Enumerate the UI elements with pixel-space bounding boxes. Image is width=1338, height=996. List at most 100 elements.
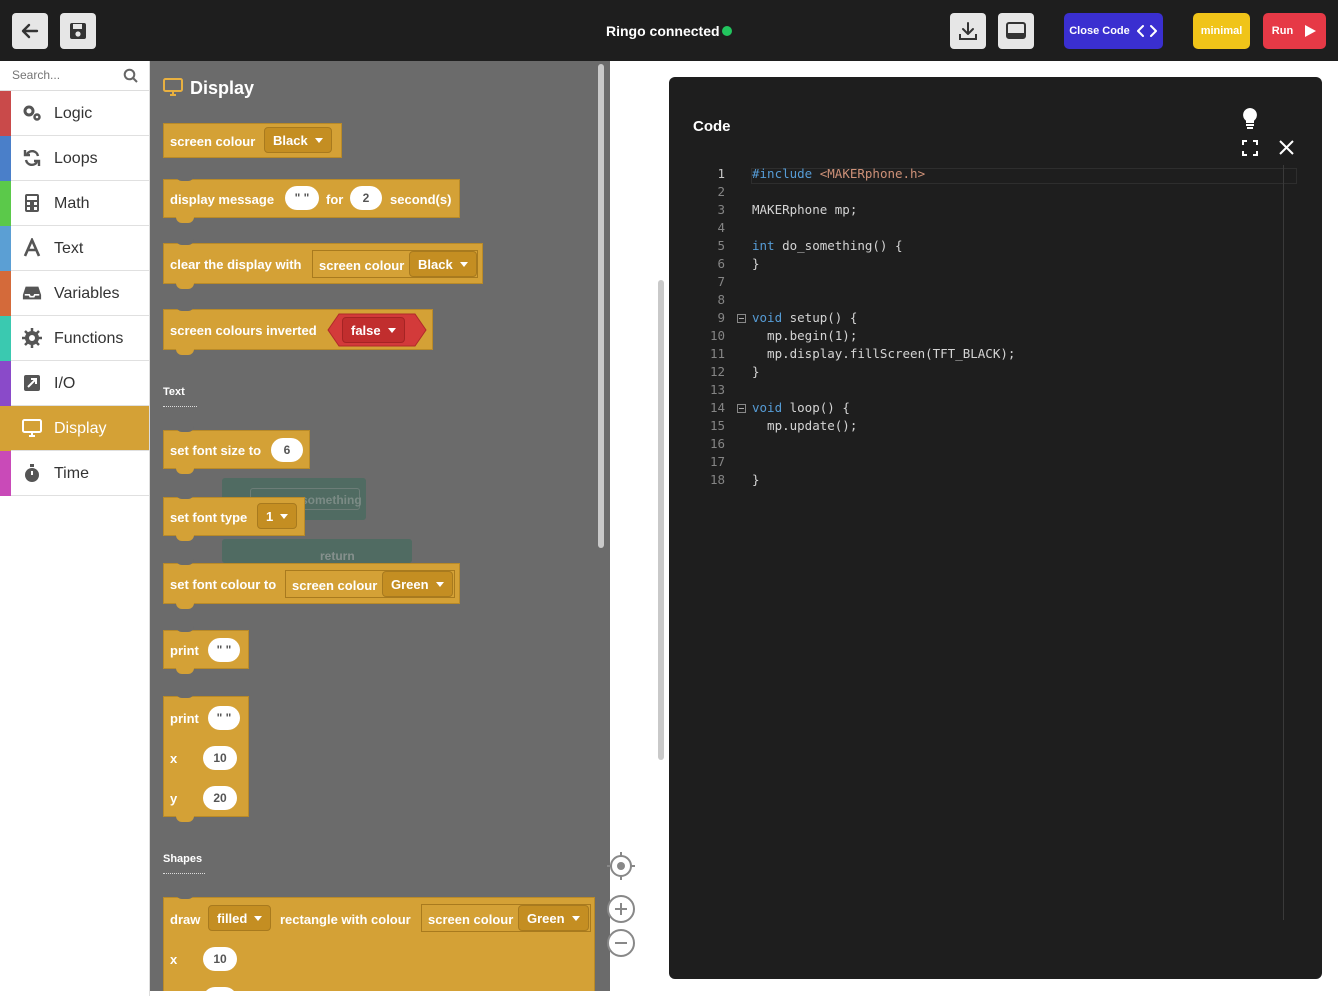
block-screen-inverted[interactable]: screen colours inverted false — [163, 305, 433, 355]
line-number: 15 — [709, 418, 725, 433]
block-label: print — [170, 711, 199, 726]
run-label: Run — [1271, 25, 1294, 37]
block-screen-colour[interactable]: screen colour Black — [163, 123, 342, 158]
line-number: 18 — [709, 472, 725, 487]
dropdown-value: false — [351, 322, 381, 338]
search-input[interactable] — [0, 61, 120, 89]
download-button[interactable] — [950, 13, 986, 49]
dropdown-value: 1 — [266, 508, 274, 524]
minimal-button[interactable]: minimal — [1193, 13, 1250, 49]
fullscreen-icon[interactable] — [1242, 140, 1258, 156]
line-number: 10 — [709, 328, 725, 343]
caret-down-icon — [435, 581, 444, 587]
fold-toggle-icon[interactable] — [737, 404, 746, 413]
caret-down-icon — [571, 915, 580, 921]
seconds-input[interactable]: 2 — [350, 186, 382, 210]
code-line: #include <MAKERphone.h> — [752, 166, 925, 181]
message-input[interactable]: " " — [285, 186, 319, 210]
search-icon[interactable] — [123, 68, 139, 84]
sidebar-item-label: I/O — [54, 375, 76, 392]
sidebar-item-io[interactable]: I/O — [0, 361, 149, 406]
block-set-font-colour[interactable]: set font colour to screen colour Green — [163, 559, 460, 609]
back-button[interactable] — [12, 13, 48, 49]
close-code-button[interactable]: Close Code — [1064, 13, 1163, 49]
colour-dropdown[interactable]: Green — [382, 571, 453, 597]
zoom-in-button[interactable] — [607, 895, 635, 923]
editor-ruler — [1283, 165, 1284, 920]
code-line: int do_something() { — [752, 238, 903, 253]
screen-colour-inner-block[interactable]: screen colour Green — [421, 904, 591, 932]
code-brackets-icon — [1136, 25, 1157, 37]
block-set-font-size[interactable]: set font size to 6 — [163, 426, 310, 474]
sidebar-item-math[interactable]: Math — [0, 181, 149, 226]
fill-mode-dropdown[interactable]: filled — [208, 905, 272, 931]
sidebar-item-display[interactable]: Display — [0, 406, 149, 451]
save-button[interactable] — [60, 13, 96, 49]
code-token: void — [752, 400, 783, 415]
caret-down-icon — [314, 137, 323, 143]
block-draw-rectangle[interactable]: draw filled rectangle with colour screen… — [163, 893, 595, 991]
stopwatch-icon — [22, 463, 42, 483]
block-print-at[interactable]: print " " x 10 y 20 — [163, 692, 249, 822]
code-line: } — [752, 364, 760, 379]
workspace-scrollbar[interactable] — [658, 280, 664, 760]
block-set-font-type[interactable]: set font type 1 — [163, 493, 305, 541]
caret-down-icon — [387, 327, 396, 333]
category-color-stripe — [0, 406, 11, 451]
sidebar-item-time[interactable]: Time — [0, 451, 149, 496]
colour-dropdown[interactable]: Black — [264, 127, 332, 153]
block-display-message[interactable]: display message " " for 2 second(s) — [163, 175, 460, 223]
flyout-scrollbar[interactable] — [598, 64, 604, 548]
connection-status: Ringo connected — [606, 23, 720, 39]
code-token: int — [752, 238, 775, 253]
close-code-label: Close Code — [1069, 25, 1130, 37]
code-panel-title: Code — [693, 118, 731, 135]
gears-icon — [22, 103, 42, 123]
block-print[interactable]: print " " — [163, 626, 249, 674]
screen-colour-inner-block[interactable]: screen colour Black — [312, 250, 478, 278]
line-number: 12 — [709, 364, 725, 379]
close-icon[interactable] — [1279, 140, 1294, 155]
console-button[interactable] — [998, 13, 1034, 49]
connection-status-dot — [722, 26, 732, 36]
print-text-input[interactable]: " " — [208, 706, 240, 730]
code-token: do_something() { — [774, 238, 903, 253]
print-text-input[interactable]: " " — [208, 638, 240, 662]
block-clear-display[interactable]: clear the display with screen colour Bla… — [163, 239, 483, 289]
screen-colour-inner-block[interactable]: screen colour Green — [285, 570, 455, 598]
zoom-out-button[interactable] — [607, 929, 635, 957]
code-token: <MAKERphone.h> — [819, 166, 926, 181]
boolean-dropdown[interactable]: false — [342, 317, 405, 343]
recenter-button[interactable] — [607, 852, 635, 880]
font-type-dropdown[interactable]: 1 — [257, 503, 298, 529]
run-button[interactable]: Run — [1263, 13, 1326, 49]
lightbulb-icon[interactable] — [1241, 107, 1259, 129]
font-size-input[interactable]: 6 — [271, 438, 303, 462]
category-color-stripe — [0, 316, 11, 361]
sidebar-item-functions[interactable]: Functions — [0, 316, 149, 361]
io-icon — [22, 373, 42, 393]
console-panel-icon — [1006, 22, 1026, 39]
unit-label: second(s) — [390, 192, 452, 207]
colour-dropdown[interactable]: Green — [518, 905, 589, 931]
sidebar-item-variables[interactable]: Variables — [0, 271, 149, 316]
dropdown-value: Green — [391, 576, 429, 592]
y-label: y — [170, 791, 178, 806]
x-input[interactable]: 10 — [203, 746, 237, 770]
line-number: 7 — [717, 274, 725, 289]
line-number: 13 — [709, 382, 725, 397]
line-number: 5 — [717, 238, 725, 253]
fold-toggle-icon[interactable] — [737, 314, 746, 323]
y-input[interactable]: 20 — [203, 786, 237, 810]
flyout-title: Display — [190, 78, 255, 98]
sidebar-item-loops[interactable]: Loops — [0, 136, 149, 181]
sidebar-item-logic[interactable]: Logic — [0, 91, 149, 136]
x-input[interactable]: 10 — [203, 947, 237, 971]
dropdown-value: Green — [527, 910, 565, 926]
code-token: setup() { — [782, 310, 858, 325]
colour-dropdown[interactable]: Black — [409, 251, 477, 277]
code-line: void setup() { — [752, 310, 857, 325]
category-color-stripe — [0, 226, 11, 271]
sidebar-item-text[interactable]: Text — [0, 226, 149, 271]
y-input[interactable] — [203, 987, 237, 991]
